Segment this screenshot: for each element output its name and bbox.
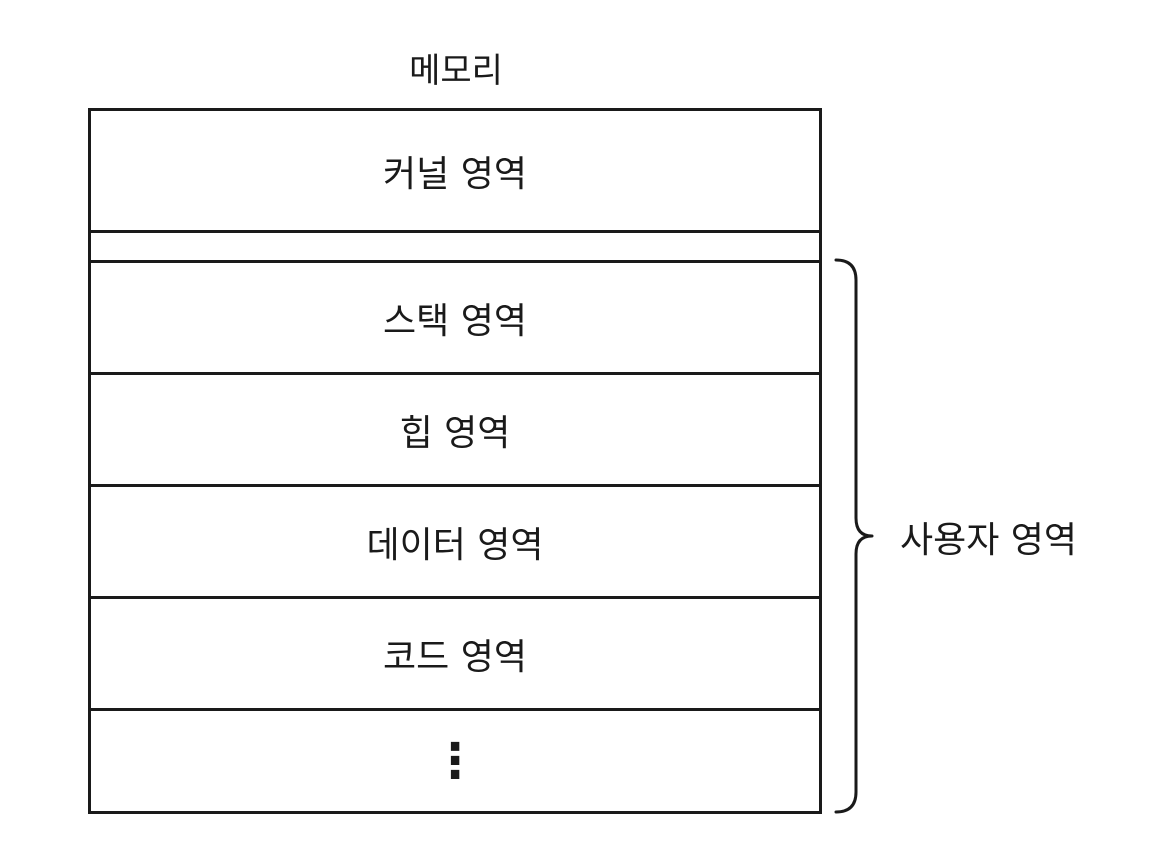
continuation-region: ⋮ [91,711,819,811]
stack-region: 스택 영역 [91,263,819,375]
data-region: 데이터 영역 [91,487,819,599]
memory-title: 메모리 [409,51,503,91]
stack-region-label: 스택 영역 [383,300,527,342]
code-region-label: 코드 영역 [383,636,527,678]
kernel-region: 커널 영역 [91,111,819,233]
memory-box: 커널 영역 스택 영역 힙 영역 데이터 영역 코드 영역 ⋮ [88,108,822,814]
data-region-label: 데이터 영역 [366,524,544,566]
user-area-label: 사용자 영역 [900,520,1078,561]
code-region: 코드 영역 [91,599,819,711]
heap-region-label: 힙 영역 [399,412,511,454]
gap-region [91,233,819,263]
kernel-region-label: 커널 영역 [383,153,527,195]
heap-region: 힙 영역 [91,375,819,487]
user-area-brace [834,258,874,814]
ellipsis-label: ⋮ [431,733,479,789]
